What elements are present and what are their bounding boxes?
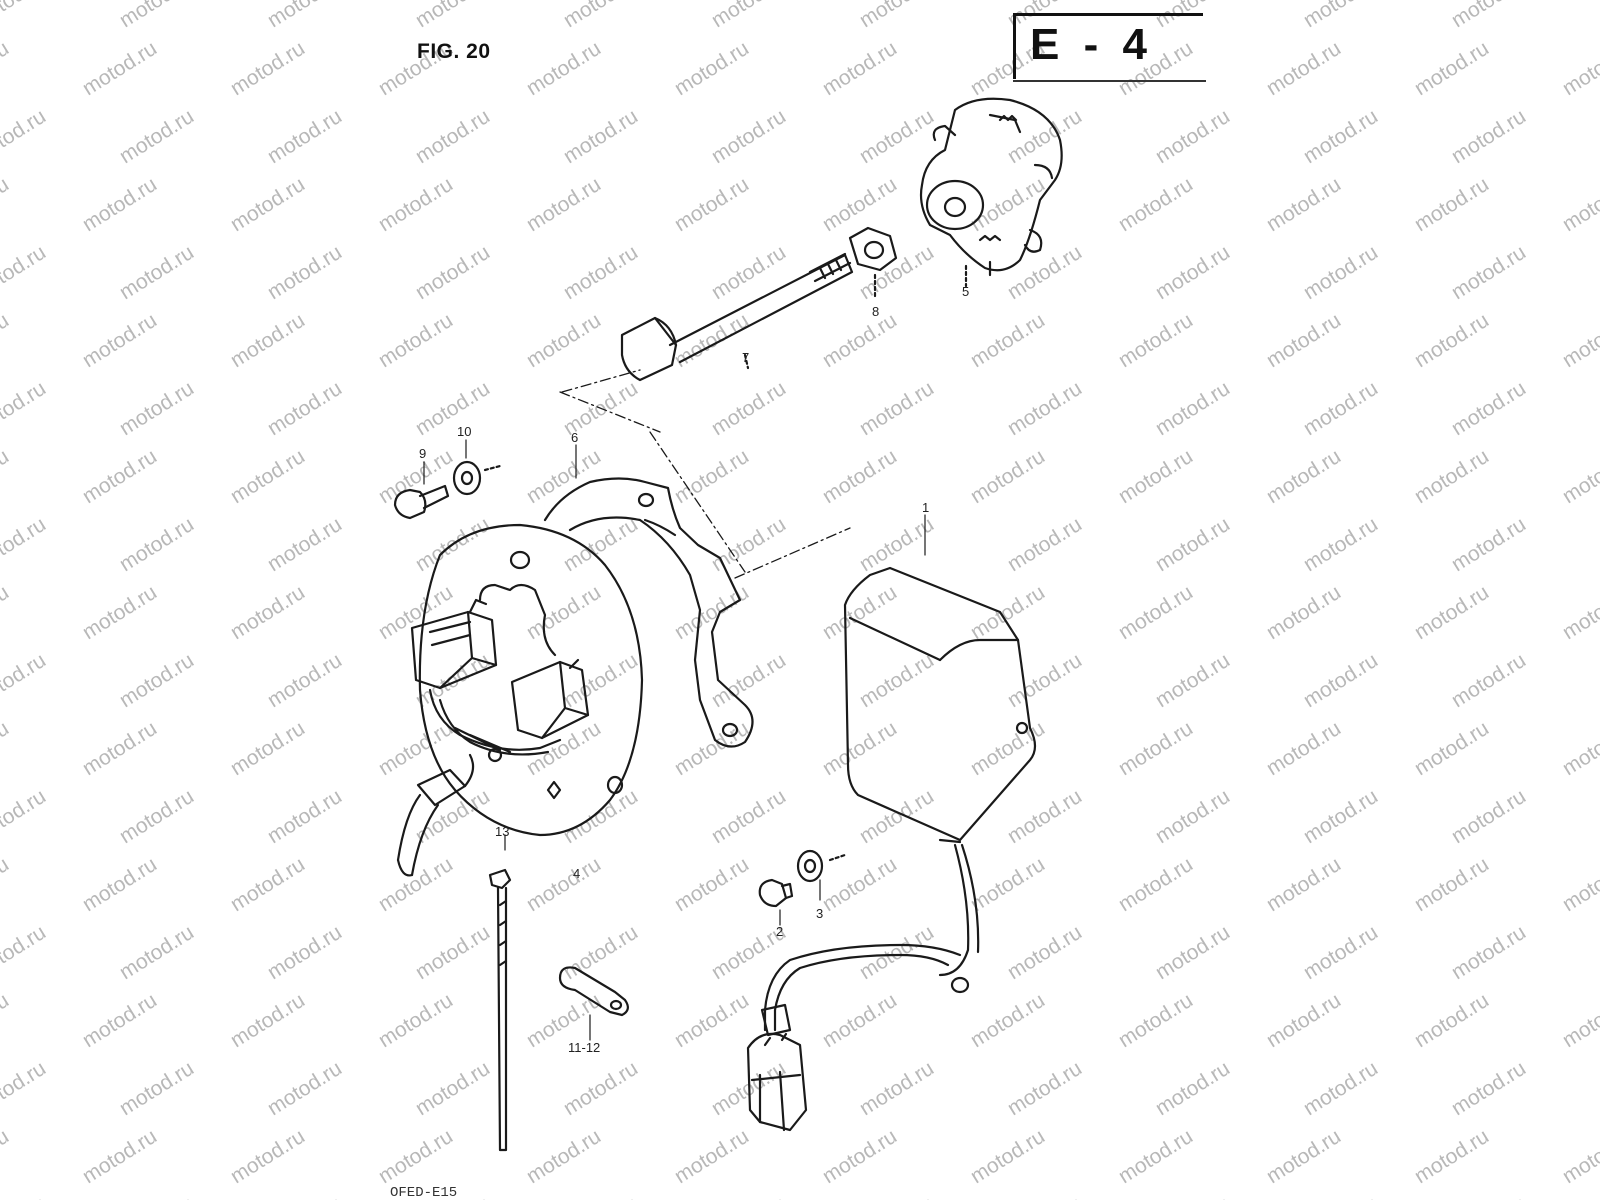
part-5-pickup-assembly [919,97,1063,288]
sheet-code: E - 4 [1030,20,1153,69]
part-10-washer [452,439,502,496]
part-2-screw [758,878,794,926]
callout-13: 13 [495,824,510,839]
callout-4: 4 [573,866,581,881]
part-7-bolt [620,252,854,382]
part-8-nut [848,226,898,300]
sheet-code-frame [1013,13,1206,82]
callout-11-12: 11-12 [568,1040,601,1055]
part-3-washer [796,849,847,901]
callout-1: 1 [922,500,930,515]
callout-10: 10 [457,424,472,439]
footer-code: OFED-E15 [390,1185,458,1201]
part-13-cable-tie [488,868,512,1152]
callout-6: 6 [571,430,579,445]
callout-9: 9 [419,446,427,461]
callout-7: 7 [742,350,750,365]
callout-3: 3 [816,906,824,921]
callout-8: 8 [872,304,880,319]
figure-label: FIG. 20 [417,40,491,63]
part-6-bracket [543,444,754,748]
part-11-12-clamp [558,966,629,1041]
part-9-screw [393,461,450,520]
callout-2: 2 [776,924,784,939]
part-4-stator-plate [396,523,644,877]
callout-5: 5 [962,284,970,299]
part-1-cdi-unit [746,514,1037,1132]
